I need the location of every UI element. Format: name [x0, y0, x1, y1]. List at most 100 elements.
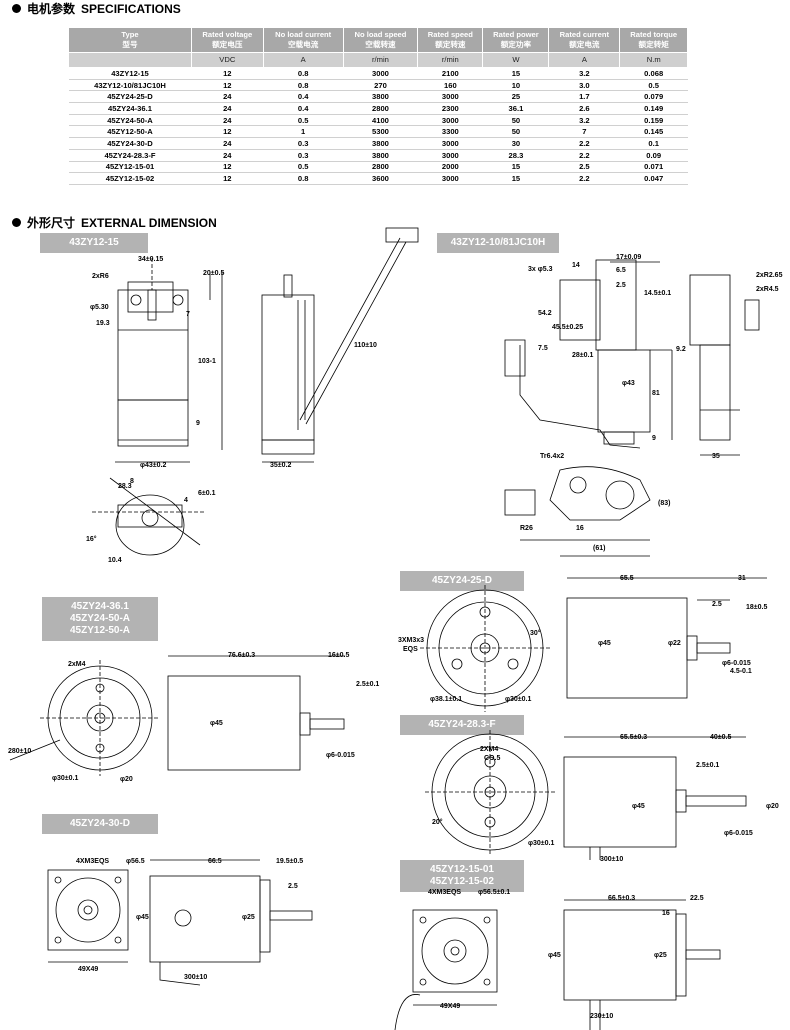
value-cell: 3300 — [417, 125, 483, 139]
drawing-45zy24-28-3-f — [425, 730, 747, 860]
value-cell: 4100 — [343, 114, 418, 127]
value-cell: 15 — [482, 161, 549, 174]
dimension-label: 230±10 — [590, 1013, 614, 1020]
dimension-label: 103-1 — [198, 358, 216, 365]
unit-cell: A — [262, 52, 344, 68]
dimension-label: 31 — [738, 575, 746, 582]
value-cell: 0.8 — [263, 172, 344, 185]
value-cell: 2.5 — [548, 161, 620, 174]
dimension-label: φ30±0.1 — [52, 775, 79, 782]
column-header-en: Rated voltage — [202, 30, 253, 39]
value-cell: 15 — [482, 67, 549, 80]
model-label-45zy24-25-d: 45ZY24-25-D — [400, 571, 524, 591]
specifications-heading-en: SPECIFICATIONS — [81, 1, 181, 16]
dimension-label: φ20 — [766, 803, 779, 810]
dimension-label: 30° — [530, 630, 541, 637]
value-cell: 12 — [191, 67, 264, 80]
dimension-label: φ45 — [598, 640, 611, 647]
value-cell: 0.159 — [619, 114, 688, 127]
value-cell: 0.5 — [619, 79, 688, 92]
dimension-label: φ30±0.1 — [528, 840, 555, 847]
dimension-label: φ5.30 — [90, 304, 109, 311]
dimension-label: 16 — [576, 525, 584, 532]
dimension-label: 4XM3EQS — [76, 858, 110, 865]
value-cell: 24 — [191, 102, 264, 115]
dimension-label: 300±10 — [600, 856, 624, 863]
value-cell: 7 — [548, 125, 620, 139]
value-cell: 2100 — [417, 67, 483, 80]
value-cell: 3800 — [343, 90, 418, 104]
dimension-label: 40±0.5 — [710, 734, 732, 741]
value-cell: 0.068 — [619, 67, 688, 80]
value-cell: 160 — [417, 79, 483, 92]
value-cell: 2300 — [417, 102, 483, 115]
value-cell: 15 — [482, 172, 549, 185]
value-cell: 0.047 — [619, 172, 688, 185]
value-cell: 12 — [191, 125, 264, 139]
dimension-label: 6.5 — [616, 267, 626, 274]
dimension-label: 4 — [184, 497, 188, 504]
column-header-cn: 空载转速 — [365, 40, 396, 49]
column-header-cn: 额定转速 — [435, 40, 466, 49]
value-cell: 2.2 — [548, 137, 620, 150]
column-header-cn: 额定电压 — [212, 40, 243, 49]
dimension-label: 2.5±0.1 — [356, 681, 380, 688]
dimension-label: 9.2 — [676, 346, 686, 353]
value-cell: 3.0 — [548, 79, 620, 92]
dimension-label: 19.5±0.5 — [276, 858, 304, 865]
value-cell: 0.8 — [263, 67, 344, 80]
value-cell: 0.1 — [619, 137, 688, 150]
value-cell: 270 — [343, 79, 418, 92]
specifications-heading-cn: 电机参数 — [27, 2, 76, 16]
dimension-label: 76.6±0.3 — [228, 652, 256, 659]
model-cell: 45ZY12-50-A — [68, 125, 192, 139]
column-header-en: No load current — [275, 30, 332, 39]
dimension-label: 34±0.15 — [138, 256, 164, 263]
value-cell: 25 — [482, 90, 549, 104]
value-cell: 0.3 — [263, 149, 344, 162]
value-cell: 5300 — [343, 125, 418, 139]
dimension-label: (83) — [658, 500, 671, 507]
dimension-label: φ56.5 — [126, 858, 145, 865]
dimension-label: φ6-0.015 — [724, 830, 753, 837]
drawing-45zy24-36-1 — [9, 655, 345, 776]
dimension-label: 3XM3x3 — [398, 637, 425, 644]
dimension-label: 66.5±0.3 — [608, 895, 636, 902]
units-blank-cell — [68, 52, 192, 68]
value-cell: 2000 — [417, 161, 483, 174]
value-cell: 12 — [191, 79, 264, 92]
value-cell: 0.149 — [619, 102, 688, 115]
value-cell: 0.09 — [619, 149, 688, 162]
value-cell: 3800 — [343, 137, 418, 150]
value-cell: 24 — [191, 114, 264, 127]
dimension-label: 17±0.09 — [616, 254, 642, 261]
model-label-45zy24-36-1-group: 45ZY24-36.1 45ZY24-50-A 45ZY12-50-A — [42, 597, 158, 641]
value-cell: 2.2 — [548, 149, 620, 162]
drawing-45zy24-30-d — [47, 859, 313, 986]
dimension-label: 81 — [652, 390, 660, 397]
dimension-label: 66.5 — [208, 858, 222, 865]
model-cell: 43ZY12-15 — [68, 67, 192, 80]
dimension-label: φ6-0.015 — [326, 752, 355, 759]
dimension-label: 54.2 — [538, 310, 552, 317]
value-cell: 0.5 — [263, 161, 344, 174]
value-cell: 50 — [482, 125, 549, 139]
model-cell: 45ZY12-15-01 — [68, 161, 192, 174]
value-cell: 0.5 — [263, 114, 344, 127]
dimension-label: 4.5-0.1 — [730, 668, 752, 675]
value-cell: 0.3 — [263, 137, 344, 150]
dimension-label: 16±0.5 — [328, 652, 350, 659]
model-label-43zy12-15: 43ZY12-15 — [40, 233, 148, 253]
dimension-label: 300±10 — [184, 974, 208, 981]
dimension-label: 16 — [662, 910, 670, 917]
value-cell: 2800 — [343, 102, 418, 115]
dimension-label: φ38.1±0.1 — [430, 696, 463, 703]
dimension-label: 2.5 — [288, 883, 298, 890]
